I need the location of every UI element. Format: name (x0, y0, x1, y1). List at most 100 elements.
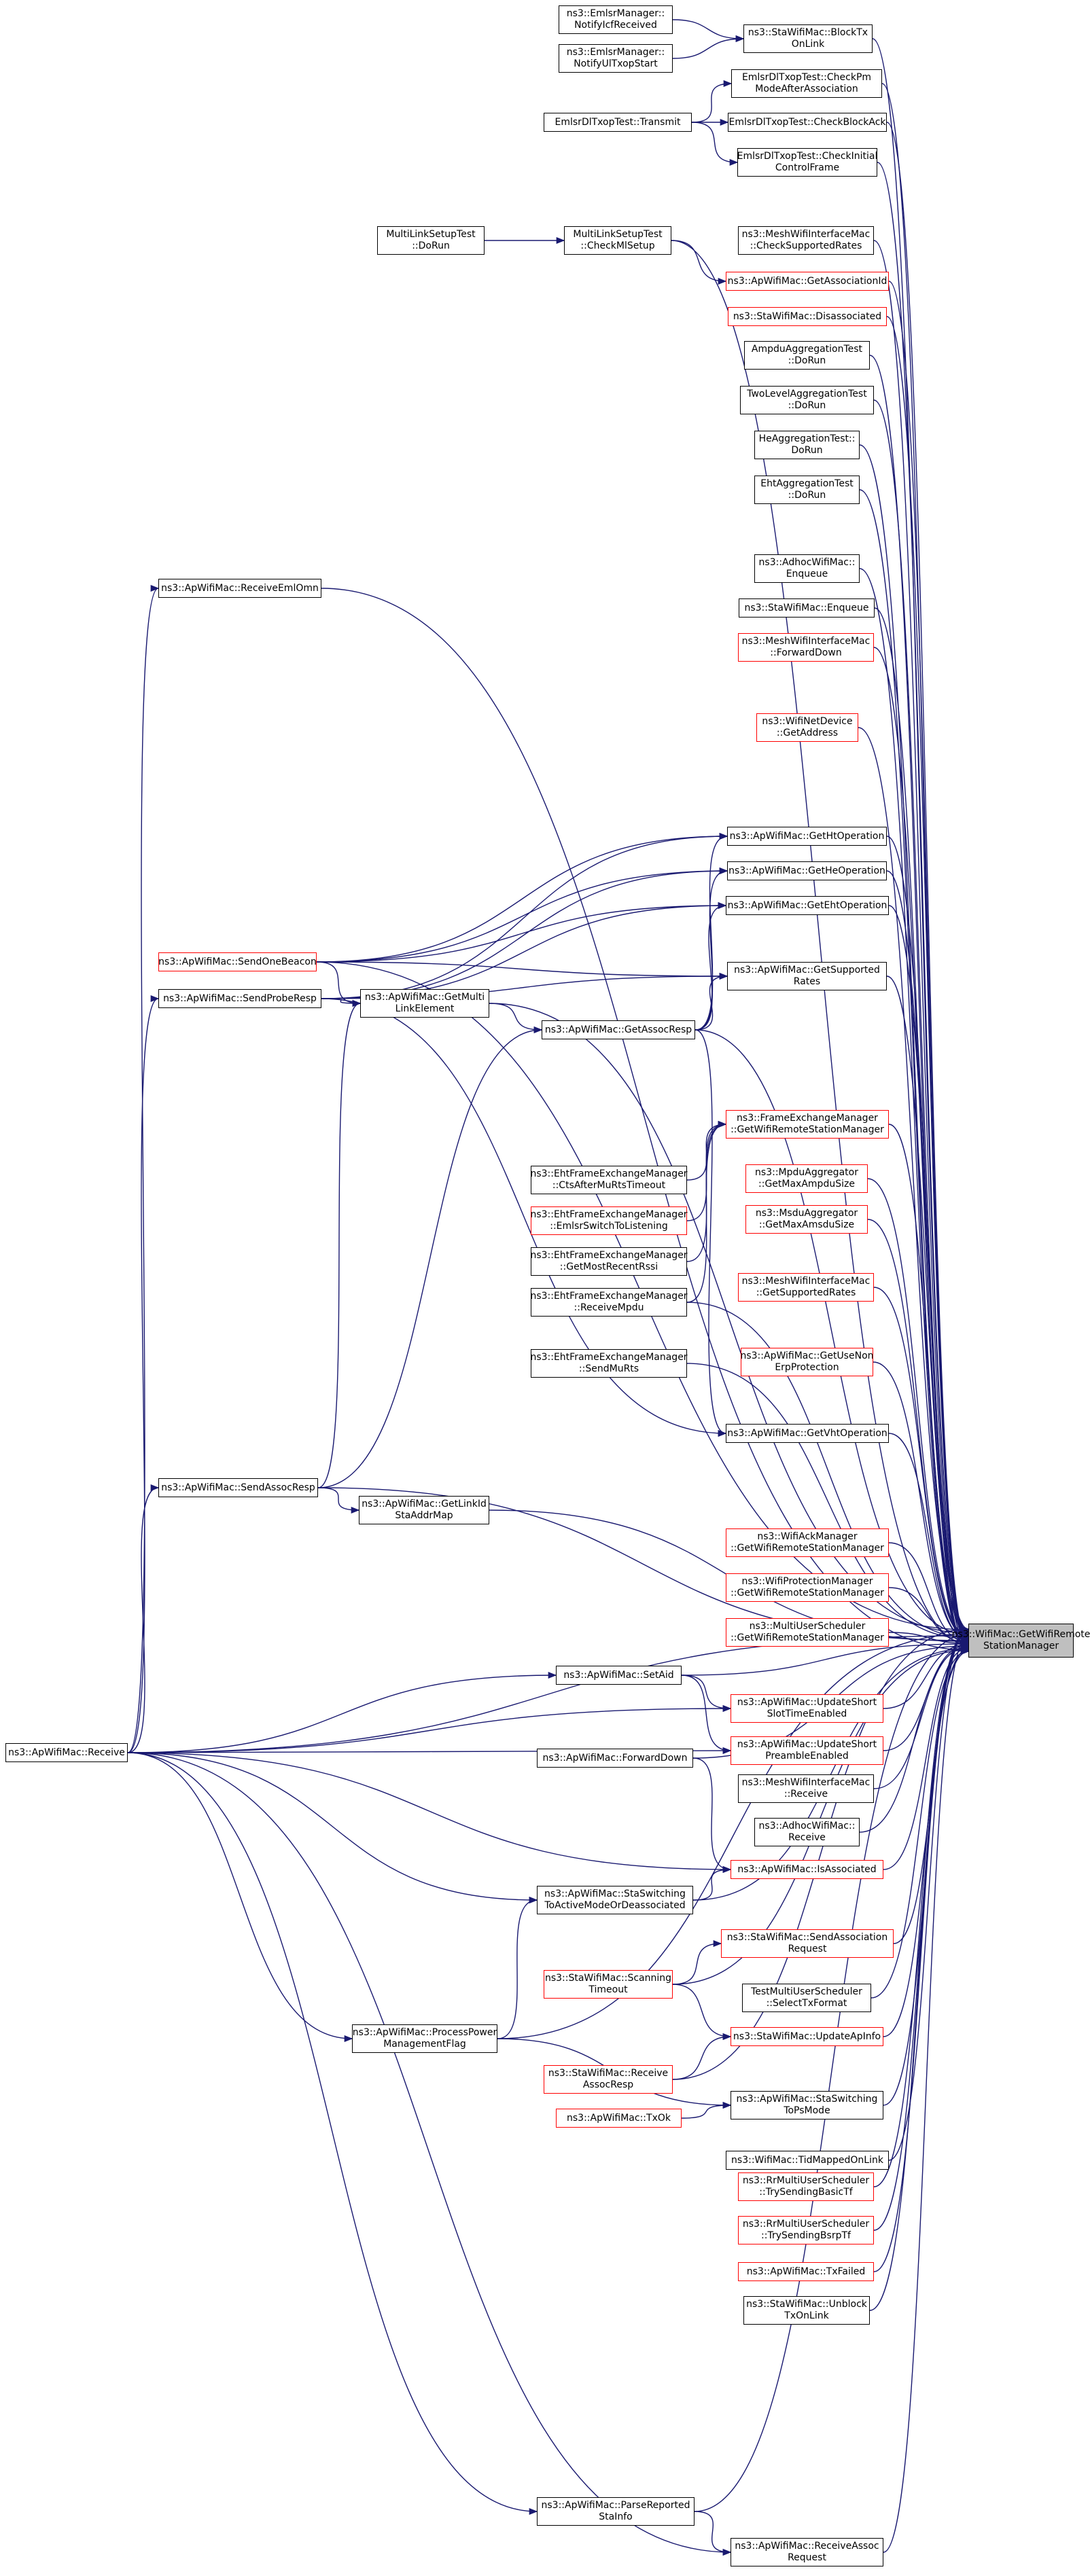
node-ap-set-aid[interactable]: ns3::ApWifiMac::SetAid (556, 1666, 682, 1685)
edge-ap-forward-down-to-ap-is-associated (692, 1757, 732, 1874)
edge-sta-receive-assoc-resp-to-root (672, 1625, 970, 2080)
edge-ap-receive-to-ap-set-aid (127, 1671, 557, 1753)
edge-mesh-get-rates-to-root (873, 1287, 970, 1641)
edge-mu-sched-to-root (888, 1632, 970, 1647)
node-ap-tx-ok[interactable]: ns3::ApWifiMac::TxOk (556, 2109, 682, 2128)
edge-emlsr-notify-ul-to-sta-block-tx (672, 35, 745, 59)
node-root[interactable]: ns3::WifiMac::GetWifiRemote StationManag… (952, 1624, 1090, 1658)
edge-ap-parse-reported-to-ap-receive-assoc-req (694, 2511, 732, 2556)
node-emlsr-check-pm[interactable]: EmlsrDlTxopTest::CheckPm ModeAfterAssoci… (731, 69, 882, 98)
node-adhoc-receive[interactable]: ns3::AdhocWifiMac:: Receive (754, 1818, 860, 1846)
node-ap-forward-down[interactable]: ns3::ApWifiMac::ForwardDown (537, 1749, 693, 1768)
edge-emlsr-check-block-ack-to-root (886, 122, 970, 1647)
node-ap-process-pm[interactable]: ns3::ApWifiMac::ProcessPower ManagementF… (352, 2024, 497, 2053)
node-ap-get-assoc-resp[interactable]: ns3::ApWifiMac::GetAssocResp (542, 1020, 695, 1039)
node-ap-get-multilink[interactable]: ns3::ApWifiMac::GetMulti LinkElement (360, 989, 489, 1018)
node-sta-block-tx[interactable]: ns3::StaWifiMac::BlockTx OnLink (743, 24, 873, 53)
edge-eht-receive-mpdu-to-root (686, 1302, 970, 1641)
node-mesh-receive[interactable]: ns3::MeshWifiInterfaceMac ::Receive (738, 1774, 874, 1803)
edge-ap-get-assoc-resp-to-ap-get-eht-op (695, 901, 727, 1031)
edge-rr-bsrp-tf-to-root (873, 1628, 970, 2231)
node-ap-get-eht-op[interactable]: ns3::ApWifiMac::GetEhtOperation (726, 896, 889, 915)
node-he-agg-test[interactable]: HeAggregationTest:: DoRun (754, 431, 860, 459)
edge-ap-send-probe-resp-to-ap-get-eht-op (321, 901, 727, 999)
node-sta-receive-assoc-resp[interactable]: ns3::StaWifiMac::Receive AssocResp (544, 2065, 673, 2094)
node-ap-sta-switching[interactable]: ns3::ApWifiMac::StaSwitching ToActiveMod… (537, 1886, 693, 1914)
node-ap-get-assoc-id[interactable]: ns3::ApWifiMac::GetAssociationId (726, 272, 889, 291)
edge-ap-get-assoc-resp-to-ap-get-he-op (695, 867, 728, 1031)
edge-ap-process-pm-to-root (497, 1630, 970, 2039)
node-sta-unblock-tx[interactable]: ns3::StaWifiMac::Unblock TxOnLink (743, 2296, 870, 2325)
node-rr-basic-tf[interactable]: ns3::RrMultiUserScheduler ::TrySendingBa… (738, 2172, 874, 2201)
node-emlsr-notify-icf[interactable]: ns3::EmlsrManager:: NotifyIcfReceived (559, 5, 673, 34)
node-fem-get-wrsm[interactable]: ns3::FrameExchangeManager ::GetWifiRemot… (726, 1110, 889, 1139)
node-ap-receive-emlomn[interactable]: ns3::ApWifiMac::ReceiveEmlOmn (158, 579, 321, 598)
edge-ap-get-assoc-resp-to-ap-get-supported-rates (695, 972, 728, 1031)
node-ap-get-vht-op[interactable]: ns3::ApWifiMac::GetVhtOperation (726, 1424, 889, 1443)
node-test-mu-sched[interactable]: TestMultiUserScheduler ::SelectTxFormat (742, 1984, 871, 2012)
node-ap-update-short-preamble[interactable]: ns3::ApWifiMac::UpdateShort PreambleEnab… (731, 1736, 883, 1765)
node-ap-sta-switching-ps[interactable]: ns3::ApWifiMac::StaSwitching ToPsMode (731, 2091, 883, 2119)
edge-ap-update-short-slot-to-root (883, 1641, 970, 1709)
node-ap-send-assoc-resp[interactable]: ns3::ApWifiMac::SendAssocResp (158, 1478, 318, 1497)
node-ap-get-linkid[interactable]: ns3::ApWifiMac::GetLinkId StaAddrMap (359, 1496, 489, 1524)
node-ap-send-one-beacon[interactable]: ns3::ApWifiMac::SendOneBeacon (158, 952, 317, 971)
edge-eht-agg-test-to-root (859, 489, 970, 1653)
node-ap-receive-assoc-req[interactable]: ns3::ApWifiMac::ReceiveAssoc Request (731, 2538, 883, 2566)
node-sta-enqueue[interactable]: ns3::StaWifiMac::Enqueue (739, 598, 875, 618)
node-twolevel-test[interactable]: TwoLevelAggregationTest ::DoRun (740, 386, 874, 414)
edge-ap-receive-to-ap-is-associated (127, 1752, 732, 1874)
node-ack-mgr[interactable]: ns3::WifiAckManager ::GetWifiRemoteStati… (726, 1528, 889, 1557)
edge-mpdu-agg-to-root (867, 1178, 970, 1639)
node-prot-mgr[interactable]: ns3::WifiProtectionManager ::GetWifiRemo… (726, 1573, 889, 1602)
edge-ap-get-assoc-resp-to-ap-get-ht-op (695, 833, 728, 1031)
edge-ap-send-one-beacon-to-ap-get-he-op (316, 867, 728, 963)
node-mu-sched[interactable]: ns3::MultiUserScheduler ::GetWifiRemoteS… (726, 1618, 889, 1647)
node-ap-get-he-op[interactable]: ns3::ApWifiMac::GetHeOperation (727, 861, 887, 880)
node-sta-disassociated[interactable]: ns3::StaWifiMac::Disassociated (728, 307, 887, 326)
node-eht-receive-mpdu[interactable]: ns3::EhtFrameExchangeManager ::ReceiveMp… (530, 1288, 688, 1317)
node-rr-bsrp-tf[interactable]: ns3::RrMultiUserScheduler ::TrySendingBs… (738, 2216, 874, 2244)
node-wifimac-tid-mapped[interactable]: ns3::WifiMac::TidMappedOnLink (726, 2151, 889, 2170)
node-mesh-get-rates[interactable]: ns3::MeshWifiInterfaceMac ::GetSupported… (738, 1273, 874, 1302)
node-mesh-check-rates[interactable]: ns3::MeshWifiInterfaceMac ::CheckSupport… (738, 226, 874, 255)
edge-ap-get-assoc-resp-to-ap-get-vht-op (695, 1029, 727, 1437)
node-eht-send-murts[interactable]: ns3::EhtFrameExchangeManager ::SendMuRts (530, 1349, 688, 1378)
node-mesh-forward-down[interactable]: ns3::MeshWifiInterfaceMac ::ForwardDown (738, 633, 874, 662)
edge-ap-process-pm-to-ap-sta-switching (497, 1896, 538, 2039)
node-eht-cts-after-mu[interactable]: ns3::EhtFrameExchangeManager ::CtsAfterM… (530, 1166, 688, 1194)
node-ap-update-short-slot[interactable]: ns3::ApWifiMac::UpdateShort SlotTimeEnab… (731, 1694, 883, 1723)
node-eht-emlsr-switch[interactable]: ns3::EhtFrameExchangeManager ::EmlsrSwit… (530, 1206, 688, 1235)
edge-ap-send-one-beacon-to-ap-get-multilink (316, 961, 362, 1007)
node-emlsr-check-block-ack[interactable]: EmlsrDlTxopTest::CheckBlockAck (728, 113, 887, 132)
node-netdevice-get-address[interactable]: ns3::WifiNetDevice ::GetAddress (756, 713, 858, 742)
node-eht-get-rssi[interactable]: ns3::EhtFrameExchangeManager ::GetMostRe… (530, 1247, 688, 1276)
node-adhoc-enqueue[interactable]: ns3::AdhocWifiMac:: Enqueue (754, 554, 860, 583)
node-mls-check[interactable]: MultiLinkSetupTest ::CheckMlSetup (564, 226, 671, 255)
node-ampdu-test[interactable]: AmpduAggregationTest ::DoRun (744, 341, 870, 370)
node-ap-receive[interactable]: ns3::ApWifiMac::Receive (5, 1743, 128, 1762)
node-ap-get-use-non-erp[interactable]: ns3::ApWifiMac::GetUseNon ErpProtection (740, 1348, 874, 1376)
node-sta-scanning-timeout[interactable]: ns3::StaWifiMac::Scanning Timeout (544, 1970, 673, 1999)
node-emlsr-transmit[interactable]: EmlsrDlTxopTest::Transmit (544, 113, 692, 132)
node-ap-get-ht-op[interactable]: ns3::ApWifiMac::GetHtOperation (727, 827, 887, 846)
node-emlsr-notify-ul[interactable]: ns3::EmlsrManager:: NotifyUlTxopStart (559, 44, 673, 73)
node-sta-send-assoc-req[interactable]: ns3::StaWifiMac::SendAssociation Request (721, 1929, 894, 1958)
node-ap-parse-reported[interactable]: ns3::ApWifiMac::ParseReported StaInfo (537, 2497, 695, 2526)
node-emlsr-check-initial[interactable]: EmlsrDlTxopTest::CheckInitial ControlFra… (737, 148, 877, 177)
edge-ap-set-aid-to-ap-update-short-preamble (681, 1675, 732, 1755)
node-ap-get-supported-rates[interactable]: ns3::ApWifiMac::GetSupported Rates (727, 962, 887, 990)
node-mls-dorun[interactable]: MultiLinkSetupTest ::DoRun (377, 226, 485, 255)
node-msdu-agg[interactable]: ns3::MsduAggregator ::GetMaxAmsduSize (745, 1205, 868, 1234)
node-mpdu-agg[interactable]: ns3::MpduAggregator ::GetMaxAmpduSize (745, 1164, 868, 1193)
node-ap-tx-failed[interactable]: ns3::ApWifiMac::TxFailed (738, 2262, 874, 2281)
node-eht-agg-test[interactable]: EhtAggregationTest ::DoRun (754, 476, 860, 504)
node-ap-is-associated[interactable]: ns3::ApWifiMac::IsAssociated (731, 1860, 883, 1879)
edge-ap-send-probe-resp-to-ap-get-ht-op (321, 832, 728, 999)
node-sta-update-apinfo[interactable]: ns3::StaWifiMac::UpdateApInfo (731, 2027, 883, 2046)
node-ap-send-probe-resp[interactable]: ns3::ApWifiMac::SendProbeResp (158, 989, 321, 1008)
edge-netdevice-get-address-to-root (858, 727, 970, 1634)
edge-fem-get-wrsm-to-root (888, 1124, 970, 1639)
edge-eht-receive-mpdu-to-fem-get-wrsm (686, 1121, 727, 1303)
